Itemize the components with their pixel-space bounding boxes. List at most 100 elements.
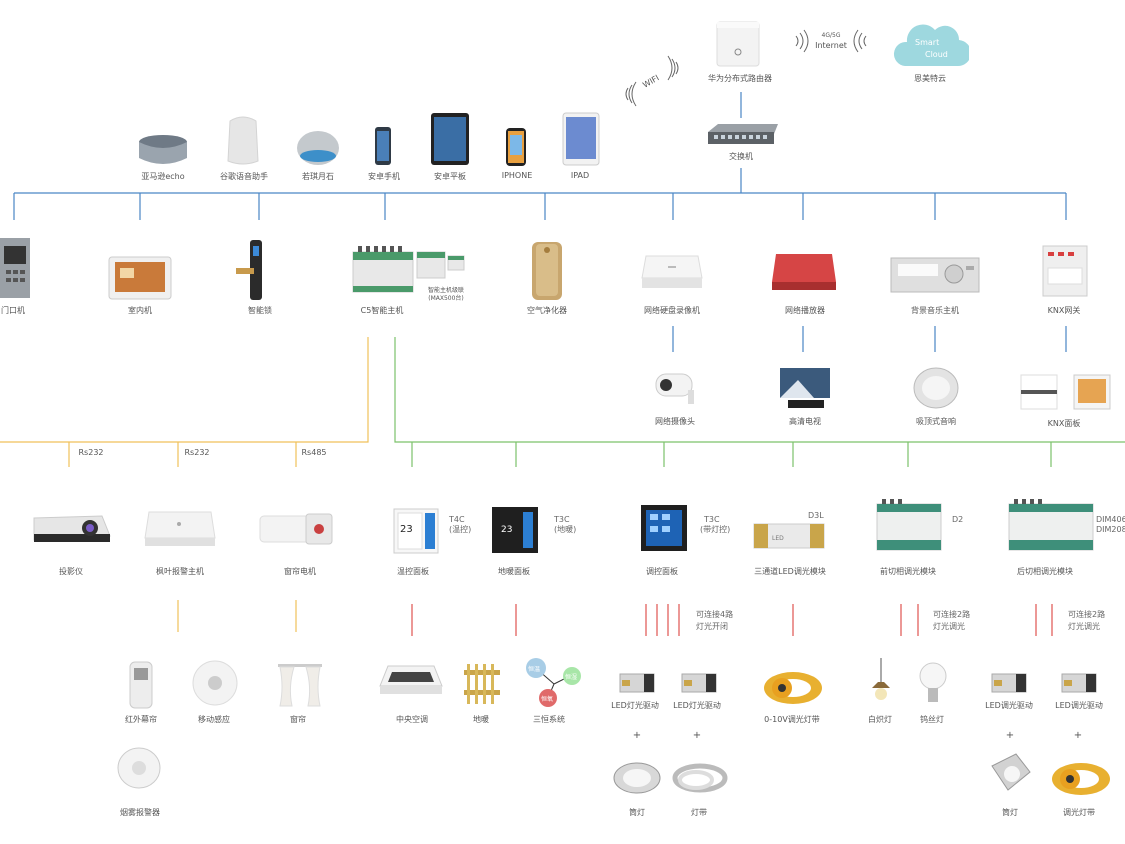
led-module-tag: D3L (808, 511, 824, 520)
ipad-icon (562, 112, 600, 170)
floor-heating-icon (462, 662, 502, 710)
switch-label: 交换机 (729, 152, 753, 161)
floor-tag-2: (地暖) (554, 525, 577, 534)
svg-text:23: 23 (400, 524, 413, 535)
front-dimmer-icon (876, 498, 942, 558)
light-panel-tag-2: (带灯控) (700, 525, 731, 534)
note-two-a-1: 可连接2路 (933, 610, 971, 619)
led-driver-label-2: LED灯光驱动 (673, 701, 721, 710)
projector-icon (30, 512, 112, 550)
wifi-signal-icon (625, 29, 867, 107)
thermostat-tag-1: T4C (449, 515, 465, 524)
cloud-icon: Smart Cloud (891, 20, 972, 70)
camera-icon (650, 366, 700, 412)
curtain-icon (276, 662, 324, 712)
smoke-detector-label: 烟雾报警器 (120, 808, 160, 817)
thermostat-tag-2: (温控) (449, 525, 472, 534)
tungsten-bulb-label: 钨丝灯 (920, 715, 944, 724)
android-tablet-icon (430, 112, 470, 170)
svg-text:23: 23 (501, 525, 512, 535)
motion-sensor-label: 移动感应 (198, 715, 230, 724)
led-dim-driver-icon-2 (1060, 670, 1098, 700)
ceiling-speaker-icon (912, 366, 960, 414)
android-phone-icon (374, 126, 392, 170)
ir-curtain-label: 红外幕帘 (125, 715, 157, 724)
alarm-host-icon (143, 506, 217, 556)
network-player-icon (770, 252, 838, 300)
router-icon (713, 20, 763, 68)
led-module-label: 三通道LED调光模块 (754, 567, 826, 576)
knx-panel-icon (1020, 374, 1112, 414)
note-four-2: 灯光开闭 (696, 622, 728, 631)
indoor-unit-icon (108, 256, 172, 304)
back-dimmer-icon (1008, 498, 1094, 558)
curtain-label: 窗帘 (290, 715, 306, 724)
iphone-icon (505, 127, 527, 171)
c5-host-label: C5智能主机 (360, 306, 404, 315)
echo-speaker-icon (137, 134, 189, 172)
note-four-1: 可连接4路 (696, 610, 734, 619)
client-label-0: 亚马逊echo (141, 172, 185, 181)
client-label-6: IPAD (570, 171, 590, 180)
smart-lock-label: 智能锁 (248, 306, 272, 315)
incandescent-icon (868, 658, 894, 710)
floor-heating-panel-icon: 23 (491, 506, 539, 558)
thermostat-panel-icon: 23 (393, 508, 439, 558)
incandescent-label: 白炽灯 (868, 715, 892, 724)
led-driver-label-1: LED灯光驱动 (611, 701, 659, 710)
light-control-panel-label: 调控面板 (646, 567, 678, 576)
projector-label: 投影仪 (59, 567, 83, 576)
led-driver-icon-1 (618, 670, 656, 700)
internet-label: Internet (815, 41, 847, 50)
note-two-b-1: 可连接2路 (1068, 610, 1106, 619)
curtain-motor-label: 窗帘电机 (284, 567, 316, 576)
downlight-label-1: 筒灯 (629, 808, 645, 817)
dimmable-light-strip-icon (1050, 760, 1112, 802)
knx-gateway-label: KNX网关 (1047, 306, 1081, 315)
light-strip-label: 灯带 (691, 808, 707, 817)
motion-sensor-icon (192, 660, 238, 710)
svg-text:LED: LED (772, 535, 784, 542)
light-control-panel-icon (640, 504, 688, 556)
downlight-icon-2 (986, 752, 1034, 804)
knx-bus (394, 337, 1125, 443)
camera-label: 网络摄像头 (655, 417, 695, 426)
back-dimmer-tag-2: DIM208 (1096, 525, 1125, 534)
music-host-icon (890, 256, 980, 300)
tv-icon (778, 366, 834, 414)
front-dimmer-label: 前切相调光模块 (880, 567, 936, 576)
air-purifier-label: 空气净化器 (527, 306, 567, 315)
air-purifier-icon (530, 240, 564, 306)
back-dimmer-label: 后切相调光模块 (1017, 567, 1073, 576)
c5-extension-icon (416, 248, 466, 284)
note-two-b-2: 灯光调光 (1068, 622, 1100, 631)
led-dim-driver-icon-1 (990, 670, 1028, 700)
tv-label: 高清电视 (789, 417, 821, 426)
network-type-label: 4G/5G (821, 32, 841, 39)
ir-curtain-sensor-icon (124, 660, 158, 714)
plus-1: + (632, 730, 642, 741)
central-ac-label: 中央空调 (396, 715, 428, 724)
client-label-1: 谷歌语音助手 (220, 172, 268, 181)
plus-3: + (1005, 730, 1015, 741)
floor-heating-label: 地暖 (473, 715, 489, 724)
router-label: 华为分布式路由器 (708, 74, 772, 83)
floor-tag-1: T3C (554, 515, 570, 524)
music-host-label: 背景音乐主机 (911, 306, 959, 315)
smart-lock-icon (234, 240, 268, 306)
led-dim-driver-label-1: LED调光驱动 (985, 701, 1033, 710)
three-constant-label: 三恒系统 (533, 715, 565, 724)
client-label-5: IPHONE (501, 171, 533, 180)
dimmable-light-strip-label: 调光灯带 (1063, 808, 1095, 817)
three-constant-icon: 恒温 恒湿 恒氧 (524, 656, 584, 716)
moonstone-icon (296, 128, 340, 170)
hengs-tag-3: 恒氧 (541, 696, 554, 703)
downlight-icon-1 (612, 760, 662, 800)
nvr-icon (640, 252, 704, 298)
door-station-label: 门口机 (1, 306, 25, 315)
tungsten-bulb-icon (918, 660, 948, 712)
c5-host-icon (352, 244, 414, 302)
rs485-label: Rs485 (301, 448, 327, 457)
rs232-label-2: Rs232 (184, 448, 210, 457)
cloud-text-2: Cloud (925, 50, 948, 59)
